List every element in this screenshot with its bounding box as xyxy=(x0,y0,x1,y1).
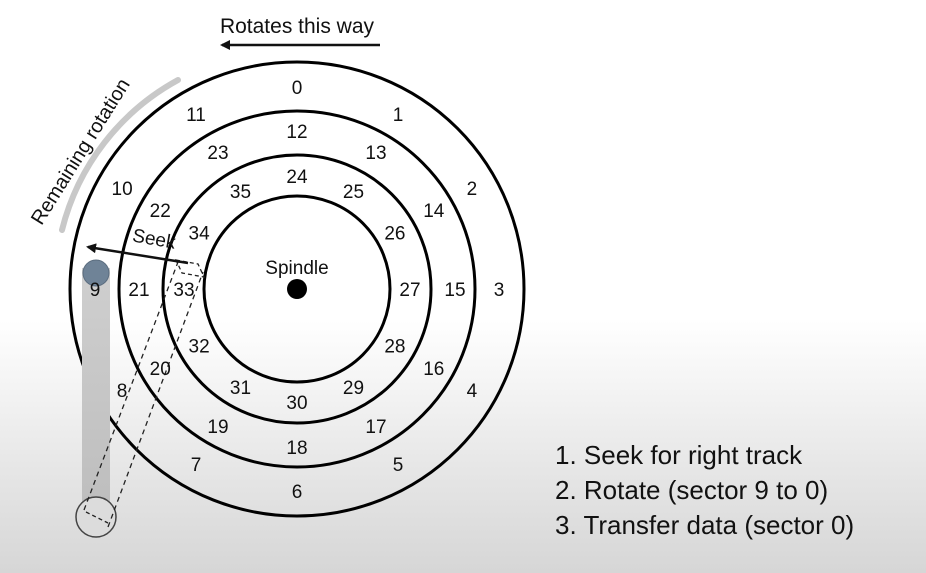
inner-track xyxy=(161,153,433,425)
sector-label: 24 xyxy=(286,167,308,188)
sector-label: 7 xyxy=(191,455,202,476)
spindle-label: Spindle xyxy=(265,258,328,279)
arm-dashed-edge-right xyxy=(107,271,204,528)
step-item: 1. Seek for right track xyxy=(555,440,803,470)
sector-label: 27 xyxy=(399,280,420,301)
sector-label: 8 xyxy=(117,381,128,402)
sector-label: 32 xyxy=(189,337,210,358)
sector-label: 19 xyxy=(207,417,228,438)
remaining-rotation-label: Remaining rotation xyxy=(27,75,135,229)
step-item: 3. Transfer data (sector 0) xyxy=(555,510,855,540)
sector-label: 22 xyxy=(150,201,171,222)
sector-label: 11 xyxy=(186,105,206,126)
sector-label: 0 xyxy=(292,78,303,99)
sector-label: 12 xyxy=(286,122,307,143)
sector-label: 20 xyxy=(150,359,171,380)
sector-label: 13 xyxy=(365,143,386,164)
sector-label: 23 xyxy=(207,143,228,164)
sector-label: 16 xyxy=(423,359,444,380)
spindle-track xyxy=(202,194,392,384)
outer-track xyxy=(68,60,526,518)
sector-label: 6 xyxy=(292,482,303,503)
middle-track xyxy=(117,109,477,469)
spindle-dot xyxy=(287,279,307,299)
sector-label: 3 xyxy=(494,280,505,301)
sector-label: 5 xyxy=(393,455,404,476)
sector-label: 14 xyxy=(423,201,445,222)
rotation-label: Rotates this way xyxy=(220,15,375,38)
sector-label: 25 xyxy=(343,182,364,203)
sector-label: 30 xyxy=(286,393,307,414)
arm-pivot xyxy=(75,496,117,538)
sector-label: 10 xyxy=(112,179,133,200)
middle-track-sectors: 12 13 14 15 16 17 18 19 20 21 22 23 xyxy=(128,122,465,459)
disk-arm xyxy=(82,268,110,518)
step-list: 1. Seek for right track 2. Rotate (secto… xyxy=(555,438,854,543)
sector-label: 2 xyxy=(467,179,478,200)
step-item: 2. Rotate (sector 9 to 0) xyxy=(555,475,829,505)
sector-label: 17 xyxy=(365,417,386,438)
sector-label: 31 xyxy=(230,378,251,399)
sector-label: 21 xyxy=(128,280,149,301)
sector-label: 4 xyxy=(467,381,478,402)
sector-label: 15 xyxy=(444,280,465,301)
inner-track-sectors: 24 25 26 27 28 29 30 31 32 33 34 35 xyxy=(173,167,420,414)
remaining-rotation-arc xyxy=(59,77,181,233)
sector-label: 35 xyxy=(230,182,251,203)
sector-label: 33 xyxy=(173,280,194,301)
sector-label: 28 xyxy=(384,337,405,358)
sector-label: 34 xyxy=(189,224,211,245)
disk-head xyxy=(82,259,110,287)
sector-label: 18 xyxy=(286,438,307,459)
sector-label: 1 xyxy=(393,105,404,126)
seek-label: Seek xyxy=(131,225,178,253)
seek-arrow xyxy=(86,243,189,265)
sector-label: 29 xyxy=(343,378,364,399)
sector-label: 26 xyxy=(384,224,405,245)
ghost-head xyxy=(174,259,206,278)
sector-label: 9 xyxy=(90,280,101,301)
